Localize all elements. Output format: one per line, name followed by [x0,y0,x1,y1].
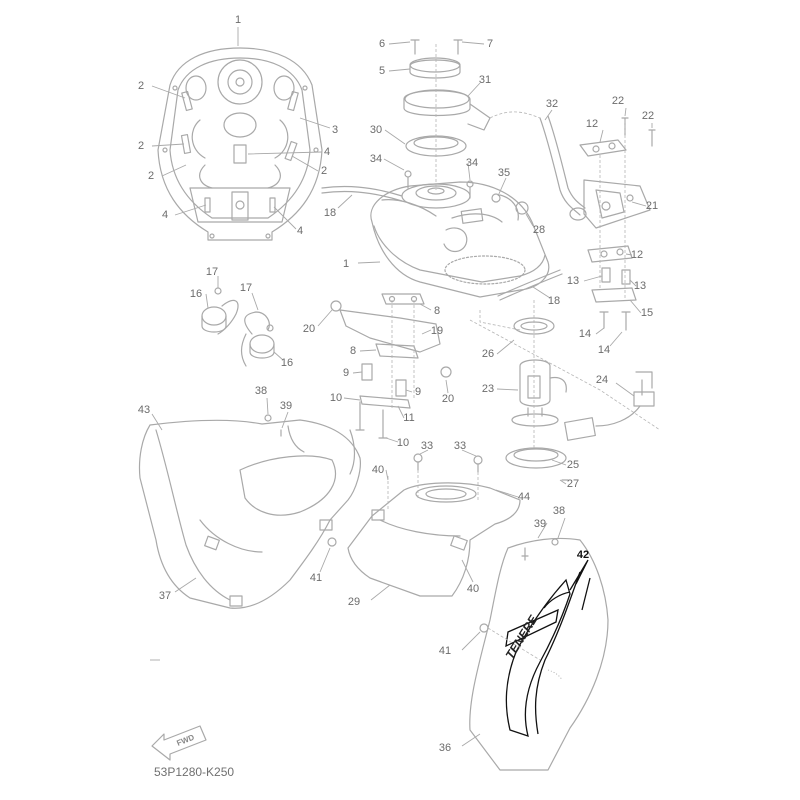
fuel-tank [370,181,550,298]
mounting-plates [330,293,452,439]
callout-30: 30 [370,124,382,136]
callout-4: 4 [297,225,303,237]
callout-17: 17 [240,282,252,294]
callout-13: 13 [634,280,646,292]
callout-14: 14 [579,328,591,340]
callout-38: 38 [255,385,267,397]
callout-14: 14 [598,344,610,356]
left-side-cover [138,414,361,609]
callout-7: 7 [487,38,493,50]
breather-hose [539,117,581,216]
callout-25: 25 [567,459,579,471]
callout-44: 44 [518,491,530,503]
fuel-tank-top-view [157,47,323,241]
callout-33: 33 [454,440,466,452]
callout-39: 39 [534,518,546,530]
decal-logo-text: TENERE [503,612,541,662]
callout-28: 28 [533,224,545,236]
callout-41: 41 [310,572,322,584]
callout-11: 11 [403,412,414,424]
callout-4: 4 [324,146,330,158]
callout-29: 29 [348,596,360,608]
callout-42-highlighted: 42 [577,549,589,561]
callout-13: 13 [567,275,579,287]
callout-12: 12 [631,249,643,261]
callout-2: 2 [138,80,144,92]
callout-40: 40 [372,464,384,476]
callout-21: 21 [646,200,658,212]
callout-5: 5 [379,65,385,77]
wire-harness [564,371,655,441]
callout-8: 8 [434,305,440,317]
callout-24: 24 [596,374,608,386]
callout-17: 17 [206,266,218,278]
callout-23: 23 [482,383,494,395]
bracket-assembly [579,117,656,303]
hose-upper [321,185,403,197]
callout-32: 32 [546,98,558,110]
right-side-cover [469,537,609,771]
callout-8: 8 [350,345,356,357]
callout-2: 2 [148,170,154,182]
callout-1: 1 [343,258,349,270]
drawing-reference-code: 53P1280-K250 [154,765,234,779]
callout-34: 34 [466,157,478,169]
callout-16: 16 [190,288,202,300]
callout-22: 22 [642,110,654,122]
callout-12: 12 [586,118,598,130]
callout-9: 9 [343,367,349,379]
decal-stripe [505,578,571,737]
callout-26: 26 [482,348,494,360]
callout-4: 4 [162,209,168,221]
callout-33: 33 [421,440,433,452]
filler-cap-assembly [403,39,491,190]
callout-35: 35 [498,167,510,179]
callout-16: 16 [281,357,293,369]
callout-2: 2 [321,165,327,177]
callout-3: 3 [332,124,338,136]
callout-38: 38 [553,505,565,517]
callout-20: 20 [303,323,315,335]
center-cover [347,453,559,597]
callout-20: 20 [442,393,454,405]
callout-31: 31 [479,74,491,86]
callout-39: 39 [280,400,292,412]
fuel-pump-assembly [469,300,661,481]
callout-27: 27 [567,478,579,490]
callout-37: 37 [159,590,171,602]
callout-19: 19 [431,325,443,337]
callout-15: 15 [641,307,653,319]
callout-10: 10 [397,437,409,449]
callout-6: 6 [379,38,385,50]
callout-22: 22 [612,95,624,107]
callout-34: 34 [370,153,382,165]
callout-10: 10 [330,392,342,404]
forward-arrow-icon [151,725,207,761]
callout-41: 41 [439,645,451,657]
callout-18: 18 [548,295,560,307]
valve-parts [201,287,275,367]
callout-18: 18 [324,207,336,219]
callout-43: 43 [138,404,150,416]
callout-2: 2 [138,140,144,152]
callout-1: 1 [235,14,241,26]
callout-9: 9 [415,386,421,398]
callout-40: 40 [467,583,479,595]
decal-leader [569,559,589,591]
callout-36: 36 [439,742,451,754]
